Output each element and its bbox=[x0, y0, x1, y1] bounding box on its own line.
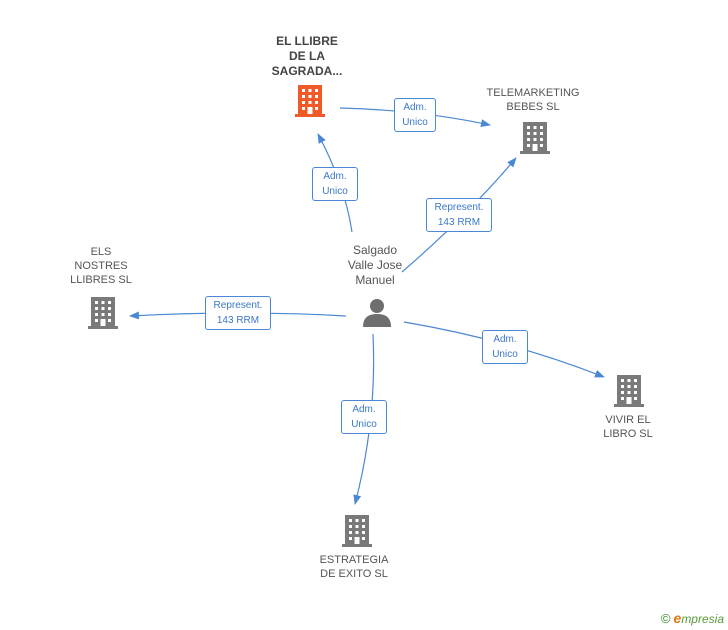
relation-label-person-vivir: Adm. Unico bbox=[482, 330, 528, 364]
building-icon bbox=[520, 122, 550, 154]
vivir-company-label[interactable]: VIVIR EL LIBRO SL bbox=[603, 414, 653, 440]
copyright-icon: © bbox=[660, 611, 671, 626]
relation-label-person-main: Adm. Unico bbox=[312, 167, 358, 201]
telemarketing-company-label[interactable]: TELEMARKETING BEBES SL bbox=[486, 87, 580, 113]
els-nostres-company-label[interactable]: ELS NOSTRES LLIBRES SL bbox=[70, 246, 132, 286]
person-label[interactable]: Salgado Valle Jose Manuel bbox=[347, 243, 403, 287]
relation-label-person-telemarketing: Represent. 143 RRM bbox=[426, 198, 492, 232]
person-icon bbox=[363, 299, 391, 327]
brand-logo-text: mpresia bbox=[681, 612, 724, 626]
building-icon bbox=[614, 375, 644, 407]
brand-logo-initial: e bbox=[673, 610, 682, 626]
brand-footer: ©empresia bbox=[661, 610, 724, 626]
relation-label-main-telemarketing: Adm. Unico bbox=[394, 98, 436, 132]
main-company-label[interactable]: EL LLIBRE DE LA SAGRADA... bbox=[271, 34, 343, 78]
relation-label-person-els: Represent. 143 RRM bbox=[205, 296, 271, 330]
relation-label-person-estrategia: Adm. Unico bbox=[341, 400, 387, 434]
building-icon bbox=[88, 297, 118, 329]
building-icon bbox=[295, 85, 325, 117]
building-icon bbox=[342, 515, 372, 547]
estrategia-company-label[interactable]: ESTRATEGIA DE EXITO SL bbox=[319, 554, 389, 580]
